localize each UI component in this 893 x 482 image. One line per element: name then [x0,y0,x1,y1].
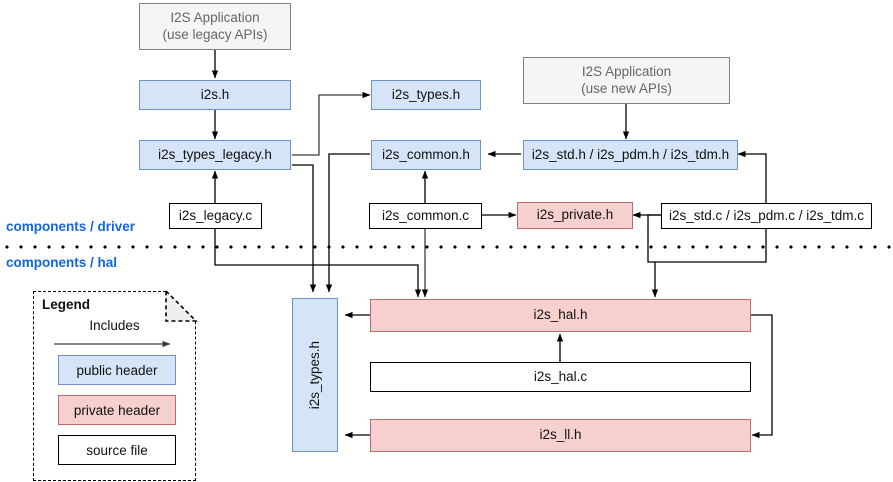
node-label: i2s_common.h [382,146,470,162]
node-label: i2s_types_legacy.h [158,146,272,162]
node-label: i2s_types.h [391,86,461,102]
legend-includes-label: Includes [34,318,195,333]
node-app-legacy: I2S Application (use legacy APIs) [139,3,291,50]
node-i2s-hal-h: i2s_hal.h [370,299,751,332]
node-label: i2s_hal.c [533,368,588,384]
node-label-line2: (use new APIs) [581,80,672,96]
node-i2s-ll-h: i2s_ll.h [370,419,751,452]
legend-item-public-header: public header [58,355,176,385]
legend-title-text: Legend [42,297,91,312]
legend-fold-icon [165,289,198,322]
node-label: i2s_types.h [306,340,322,410]
node-i2s-common-h: i2s_common.h [371,140,481,170]
node-label: i2s.h [200,86,230,102]
zone-divider-dotted [0,245,893,249]
node-label-line2: (use legacy APIs) [162,26,268,42]
node-i2s-h: i2s.h [139,80,291,110]
node-i2s-std-c: i2s_std.c / i2s_pdm.c / i2s_tdm.c [661,203,872,229]
legend-title: Legend [42,297,90,312]
node-app-new: I2S Application (use new APIs) [523,57,730,104]
node-label: i2s_std.h / i2s_pdm.h / i2s_tdm.h [531,146,730,162]
node-i2s-types-h-top: i2s_types.h [371,80,481,110]
legend-includes-text: Includes [89,318,140,333]
zone-label-text: components / hal [6,255,118,270]
node-label: i2s_hal.h [533,307,588,323]
node-label-line1: I2S Application [581,63,672,79]
zone-label-driver: components / driver [6,219,135,234]
zone-label-text: components / driver [6,219,136,234]
zone-label-hal: components / hal [6,255,117,270]
node-label: i2s_std.c / i2s_pdm.c / i2s_tdm.c [668,207,865,223]
node-label: i2s_legacy.c [178,207,253,223]
node-label-line1: I2S Application [170,9,260,25]
legend-item-label: private header [73,402,161,418]
node-i2s-types-legacy-h: i2s_types_legacy.h [139,140,291,170]
node-label: i2s_private.h [536,207,614,223]
legend-item-private-header: private header [58,395,176,425]
node-i2s-types-h-hal: i2s_types.h [292,298,338,452]
legend-item-label: source file [86,442,148,458]
legend-item-source-file: source file [58,435,176,465]
node-label: i2s_ll.h [539,427,582,443]
node-i2s-std-h: i2s_std.h / i2s_pdm.h / i2s_tdm.h [523,140,738,170]
legend-includes-arrow [54,340,171,348]
node-i2s-private-h: i2s_private.h [517,202,633,229]
node-i2s-hal-c: i2s_hal.c [370,362,751,392]
node-i2s-common-c: i2s_common.c [369,203,482,229]
node-label: i2s_common.c [381,207,470,223]
node-i2s-legacy-c: i2s_legacy.c [169,203,262,229]
legend-item-label: public header [76,362,158,378]
legend-box: Legend Includes public header private he… [33,291,196,481]
